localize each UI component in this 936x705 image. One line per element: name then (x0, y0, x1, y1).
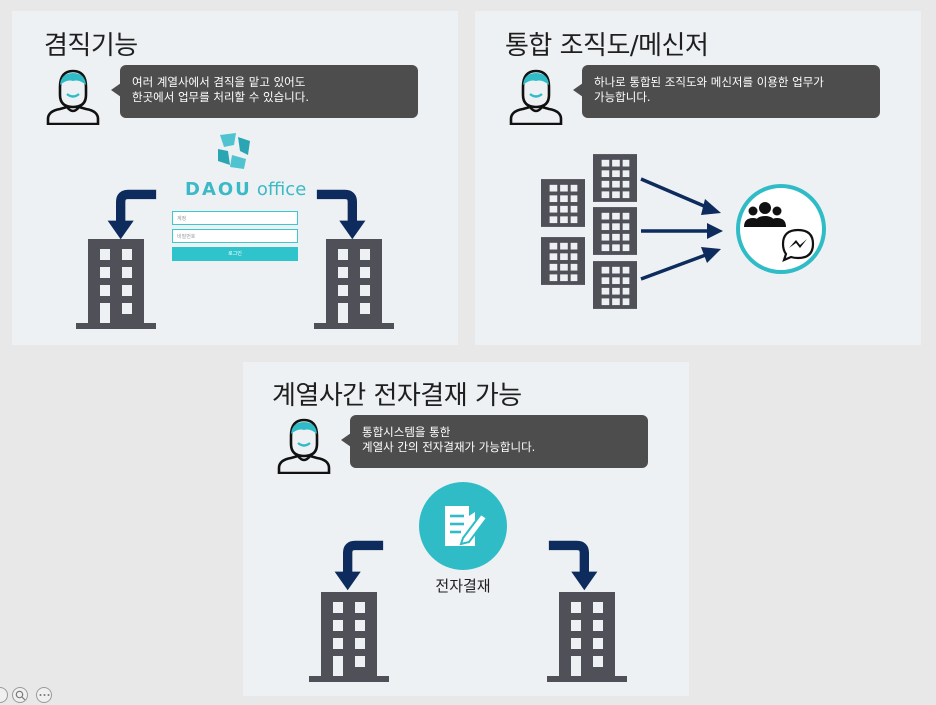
building-right-icon (547, 592, 627, 682)
bubble-line-1: 하나로 통합된 조직도와 메신저를 이용한 업무가 (594, 75, 824, 89)
arrows-icon (640, 177, 723, 281)
logo-brand: DAOU (185, 179, 252, 200)
daou-office-logo: DAOU office (185, 179, 306, 200)
user-avatar-icon (508, 67, 564, 125)
bubble-line-1: 여러 계열사에서 겸직을 맡고 있어도 (132, 75, 306, 89)
logo-suffix: office (256, 179, 307, 200)
speech-bubble: 통합시스템을 통한 계열사 간의 전자결재가 가능합니다. (341, 415, 648, 468)
curved-arrow-left-icon (102, 187, 158, 243)
building-icon (541, 179, 585, 227)
panel-title: 겸직기능 (44, 31, 138, 61)
panel-title: 통합 조직도/메신저 (505, 31, 709, 61)
curved-arrow-right-icon (315, 187, 371, 243)
bubble-line-2: 한곳에서 업무를 처리할 수 있습니다. (132, 90, 309, 104)
panel-concurrent-position: 겸직기능 여러 계열사에서 겸직을 맡고 있어도 한곳에서 업무를 처리할 수 … (12, 11, 458, 345)
building-left-icon (76, 239, 156, 329)
bubble-line-1: 통합시스템을 통한 (362, 425, 451, 439)
more-options-button[interactable] (36, 687, 52, 703)
building-icon (541, 237, 585, 285)
building-left-icon (309, 592, 389, 682)
curved-arrow-right-icon (547, 538, 603, 594)
building-icon (593, 261, 637, 309)
panel-approval: 계열사간 전자결재 가능 통합시스템을 통한 계열사 간의 전자결재가 가능합니… (243, 362, 689, 696)
speech-bubble: 여러 계열사에서 겸직을 맡고 있어도 한곳에서 업무를 처리할 수 있습니다. (111, 65, 418, 118)
panel-title: 계열사간 전자결재 가능 (272, 381, 522, 411)
building-icon (593, 207, 637, 255)
user-avatar-icon (45, 67, 101, 125)
document-sign-icon (419, 482, 507, 570)
bubble-line-2: 계열사 간의 전자결재가 가능합니다. (362, 440, 536, 454)
speech-bubble: 하나로 통합된 조직도와 메신저를 이용한 업무가 가능합니다. (573, 65, 880, 118)
panel-org-messenger: 통합 조직도/메신저 하나로 통합된 조직도와 메신저를 이용한 업무가 가능합… (475, 11, 921, 345)
approval-caption: 전자결재 (435, 577, 491, 595)
login-password-input[interactable]: 비밀번호 (172, 229, 298, 243)
building-right-icon (314, 239, 394, 329)
login-id-input[interactable]: 계정 (172, 211, 298, 225)
zoom-button[interactable] (12, 687, 28, 703)
group-icon (744, 202, 786, 227)
building-icon (593, 154, 637, 202)
login-button[interactable]: 로그인 (172, 247, 298, 261)
more-icon (39, 694, 50, 696)
viewer-control-button[interactable] (0, 687, 8, 703)
bubble-line-2: 가능합니다. (594, 90, 651, 104)
messenger-icon (781, 228, 815, 262)
user-avatar-icon (276, 416, 332, 474)
zoom-icon (15, 690, 26, 701)
daou-logo-icon (218, 133, 250, 169)
curved-arrow-left-icon (329, 538, 385, 594)
